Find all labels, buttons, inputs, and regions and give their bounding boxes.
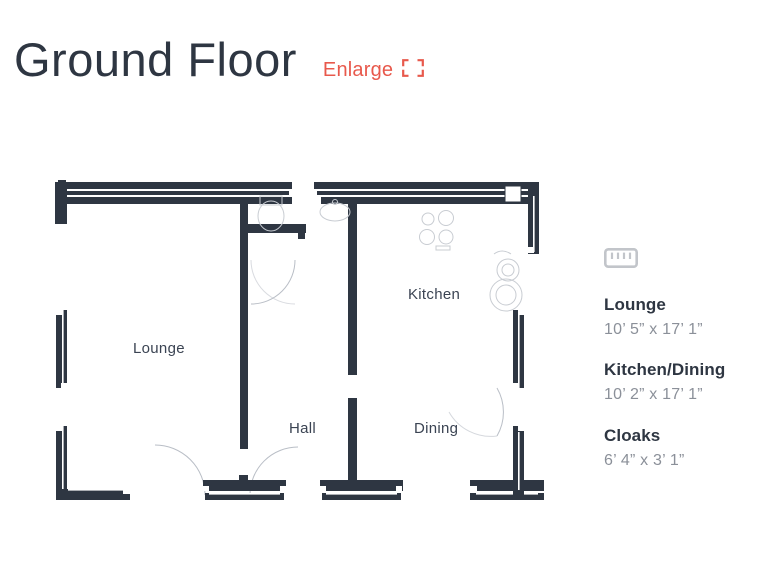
- wall-interior-cloaks-bottom: [248, 224, 306, 233]
- wall-right-window: [513, 310, 524, 388]
- hob-burners: [419, 210, 454, 251]
- wall-bottom-dining-window: [320, 480, 403, 500]
- room-entry-lounge: Lounge 10’ 5” x 17’ 1”: [604, 294, 768, 341]
- room-entry-dimensions: 6’ 4” x 3’ 1”: [604, 451, 685, 469]
- room-entry-dimensions: 10’ 5” x 17’ 1”: [604, 321, 703, 339]
- wall-left-window-middle: [56, 310, 67, 388]
- walls: [55, 180, 544, 500]
- wall-bottom-left-corner: [56, 426, 130, 500]
- wall-top-left: [55, 182, 292, 204]
- room-dimensions-panel: Lounge 10’ 5” x 17’ 1” Kitchen/Dining 10…: [603, 247, 768, 472]
- room-entry-kitchen-dining: Kitchen/Dining 10’ 2” x 17’ 1”: [604, 359, 768, 406]
- wall-bottom-right-corner: [470, 426, 544, 500]
- room-label-dining: Dining: [414, 420, 459, 437]
- wall-top-right: [314, 182, 539, 204]
- expand-corners-icon: [400, 57, 426, 84]
- room-entry-name: Kitchen/Dining: [604, 360, 726, 380]
- wall-interior-cloaks-jamb: [298, 229, 305, 239]
- floorplan-drawing: Lounge Kitchen Hall Dining: [0, 150, 580, 550]
- room-label-lounge: Lounge: [133, 340, 185, 357]
- room-entry-cloaks: Cloaks 6’ 4” x 3’ 1”: [604, 425, 768, 472]
- room-entry-name: Cloaks: [604, 425, 661, 445]
- room-label-kitchen: Kitchen: [408, 286, 461, 303]
- ruler-icon: [603, 247, 768, 273]
- wc-toilet: [257, 195, 285, 232]
- floorplan-svg: [55, 180, 544, 500]
- wall-bottom-hall-window: [203, 475, 286, 500]
- room-label-hall: Hall: [289, 420, 317, 437]
- wall-interior-hall-pier: [348, 398, 357, 484]
- wall-interior-kitchen-left: [348, 197, 357, 375]
- kitchen-sink: [489, 250, 523, 312]
- fixtures: [257, 185, 523, 312]
- enlarge-button[interactable]: Enlarge: [323, 57, 426, 84]
- wall-right-upper: [528, 182, 539, 254]
- wall-interior-lounge-right: [240, 197, 248, 449]
- enlarge-label: Enlarge: [322, 59, 394, 81]
- wash-basin: [319, 199, 351, 222]
- page-title: Ground Floor: [14, 33, 297, 86]
- room-entry-dimensions: 10’ 2” x 17’ 1”: [604, 386, 703, 404]
- wall-left-upper: [55, 180, 67, 224]
- page-header: Ground Floor Enlarge: [14, 36, 426, 84]
- room-entry-name: Lounge: [604, 295, 666, 314]
- boiler-cupboard: [504, 185, 522, 203]
